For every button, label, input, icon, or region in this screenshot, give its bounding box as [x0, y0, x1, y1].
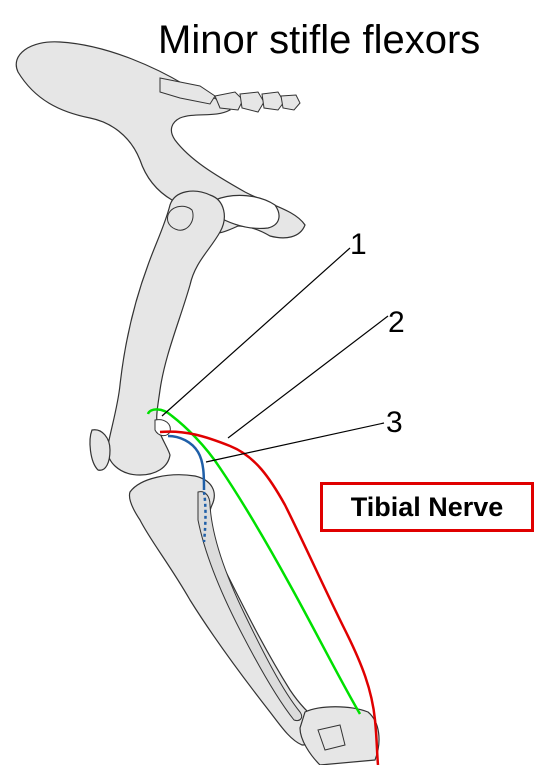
label-3: 3: [386, 406, 403, 439]
femoral-head: [167, 205, 194, 231]
label-2: 2: [388, 306, 405, 339]
patella-bone: [89, 429, 111, 471]
tail-vertebrae: [159, 77, 301, 113]
diagram-title: Minor stifle flexors: [158, 18, 481, 62]
muscle-1-line: [146, 408, 362, 715]
tibial-nerve-label: Tibial Nerve: [320, 482, 534, 532]
muscle-3-line: [167, 434, 206, 491]
ischium-bone: [214, 194, 280, 230]
tarsal-detail: [317, 724, 346, 751]
leader-line-1: [161, 247, 351, 417]
muscle-2-line: [159, 430, 380, 766]
femur-bone: [107, 190, 225, 476]
fabella-bone: [154, 419, 171, 437]
leader-line-2: [227, 315, 389, 439]
label-1: 1: [350, 228, 367, 261]
fibula-bone: [197, 491, 303, 721]
leader-line-3: [205, 422, 385, 463]
